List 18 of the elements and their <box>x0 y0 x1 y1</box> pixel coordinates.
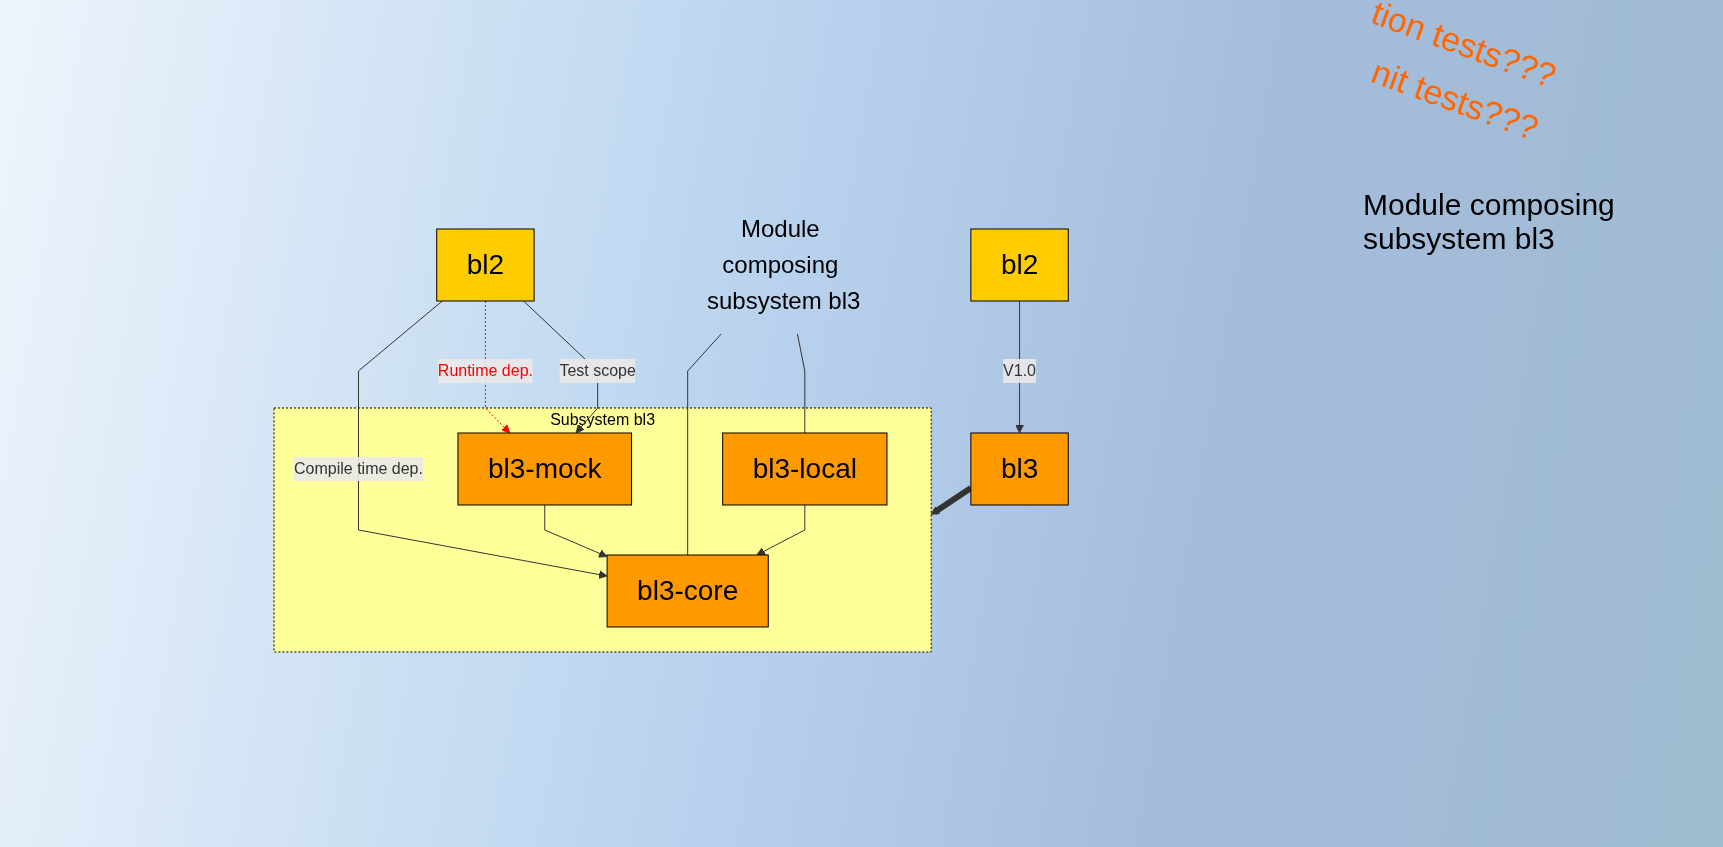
arrow <box>485 300 511 433</box>
node-box: bl3 <box>970 432 1070 505</box>
edge-label: Runtime dep. <box>438 361 534 379</box>
arrow <box>931 485 973 515</box>
edge-label: Test scope <box>559 361 637 379</box>
arrow <box>756 504 806 555</box>
node-box: bl3-mock <box>457 432 633 505</box>
node-box: bl3-core <box>606 554 770 627</box>
connector <box>797 333 806 433</box>
edge-label: V1.0 <box>1003 361 1037 379</box>
arrow <box>544 504 608 558</box>
edge-label: Compile time dep. <box>294 459 424 477</box>
node-box: bl3-local <box>722 432 888 505</box>
caption-text: Module composing subsystem bl3 <box>1363 188 1616 256</box>
node-box: bl2 <box>436 228 535 301</box>
node-text: Module composing subsystem bl3 <box>707 214 861 314</box>
node-box: bl2 <box>970 228 1070 301</box>
connector <box>687 333 723 555</box>
